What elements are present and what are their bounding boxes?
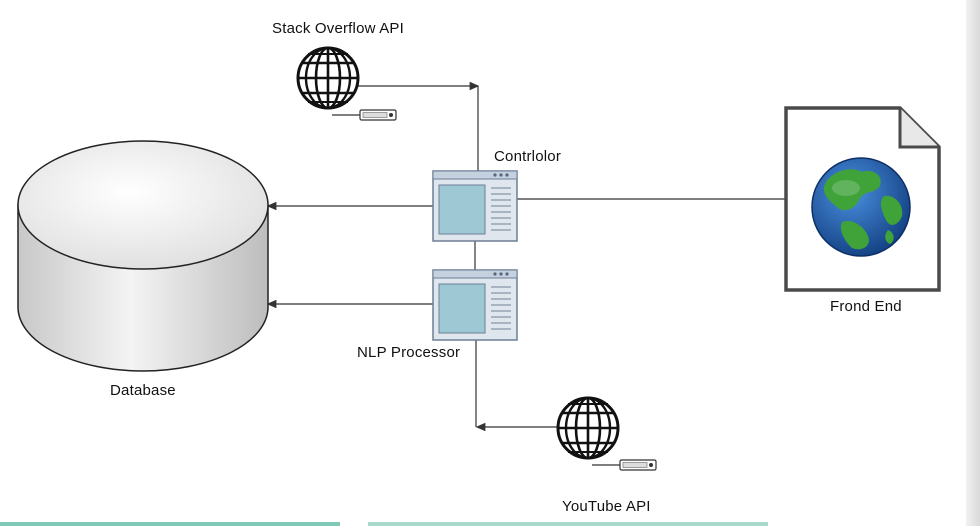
stackoverflow-api-label: Stack Overflow API [272,20,404,37]
bottom-accent-strip-right [368,522,768,526]
database-cylinder-icon [17,140,269,372]
database-label: Database [110,382,176,399]
frontend-label: Frond End [830,298,902,315]
network-plug-icon [331,109,397,121]
earth-globe-icon [811,157,911,257]
controller-window-icon [432,170,518,242]
nlp-processor-label: NLP Processor [357,344,461,361]
network-plug-icon [591,459,657,471]
controller-label: Contrlolor [494,148,562,165]
youtube-globe-icon [556,396,620,460]
connector-lines [266,81,786,432]
page-edge-shadow [966,0,980,526]
stackoverflow-globe-icon [296,46,360,110]
youtube-api-label: YouTube API [562,498,651,515]
bottom-accent-strip [0,522,340,526]
nlp-processor-window-icon [432,269,518,341]
